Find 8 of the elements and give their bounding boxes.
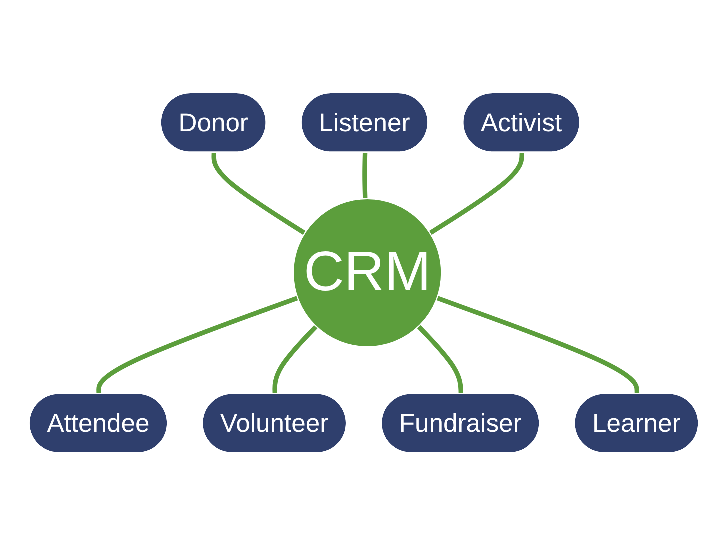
circle-node: CRM <box>292 198 442 348</box>
pill-node: Listener <box>300 92 429 153</box>
pill-node: Learner <box>574 393 700 454</box>
pill-node: Donor <box>160 92 267 153</box>
pill-node: Fundraiser <box>380 393 540 454</box>
pill-node: Attendee <box>28 393 168 454</box>
pill-node: Activist <box>462 92 581 153</box>
pill-node: Volunteer <box>202 393 348 454</box>
